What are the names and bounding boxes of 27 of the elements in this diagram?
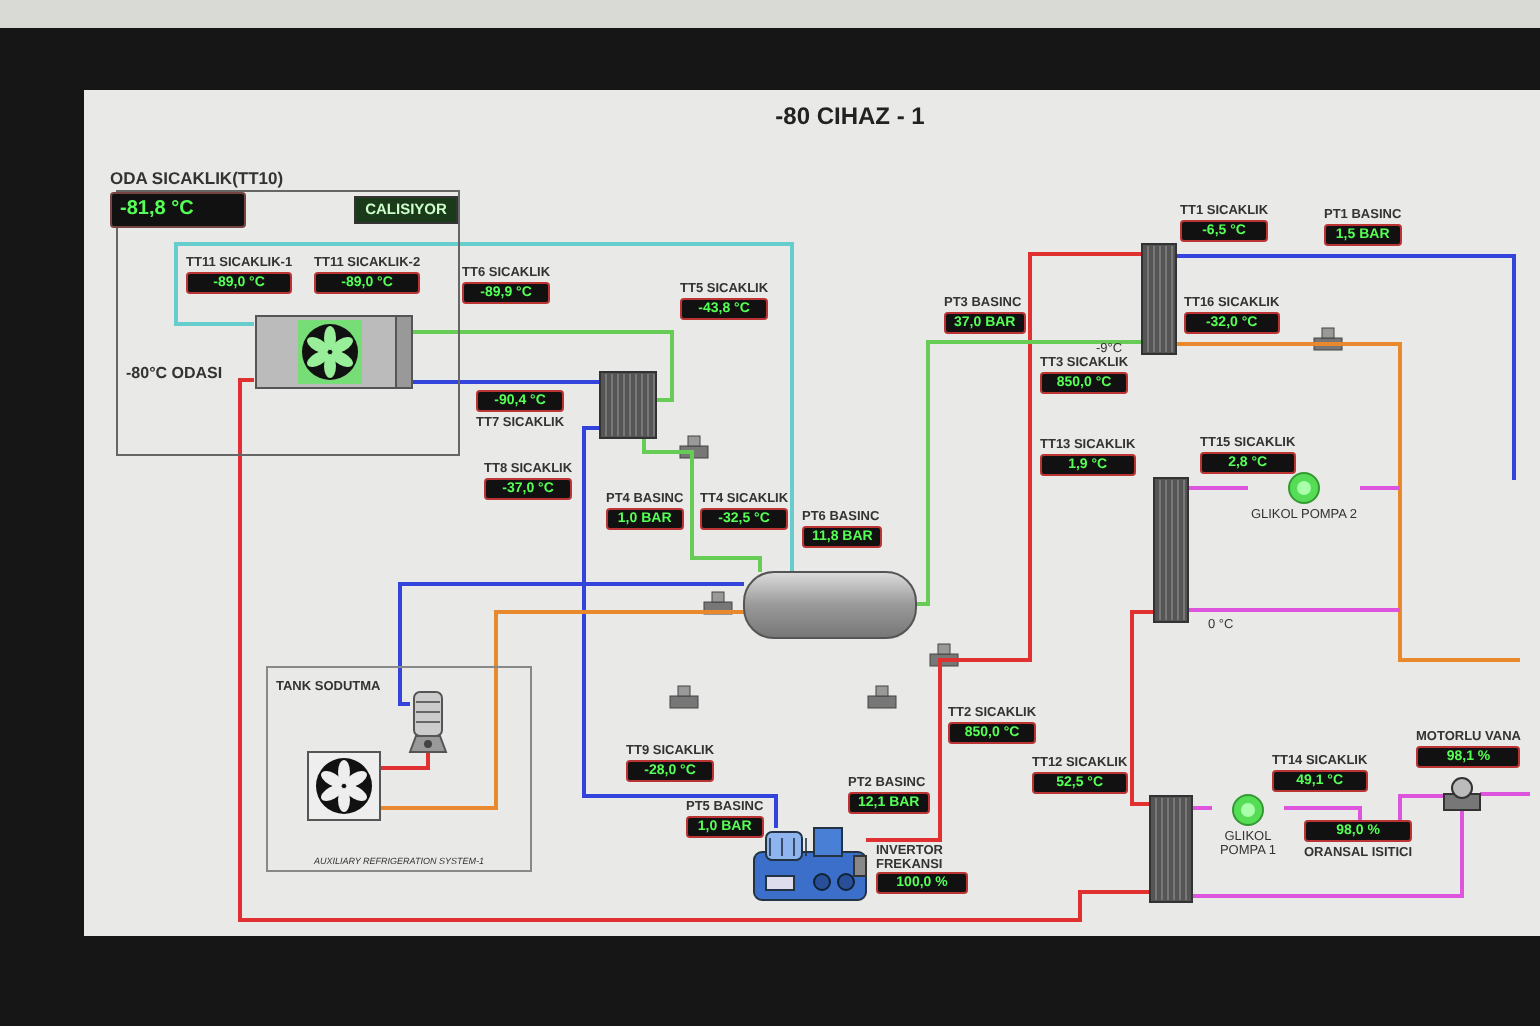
pipe-line [582, 426, 778, 828]
pipe-line [174, 242, 794, 572]
pipe-line [1192, 806, 1212, 810]
pipe-line [1398, 794, 1444, 820]
pipe-line [1192, 810, 1464, 898]
pipe-line [1188, 608, 1400, 612]
display-heading: ODA SICAKLIK(TT10) [110, 166, 284, 192]
pipe-line [412, 380, 600, 384]
pipe-line [1176, 254, 1516, 480]
pipe-line [238, 378, 1150, 922]
pipe-line [1188, 486, 1248, 490]
pipe-line [398, 582, 744, 706]
pipe-line [1130, 610, 1154, 806]
pipe-line [1176, 342, 1520, 662]
pipe-line [378, 610, 744, 810]
screen-title: -80 CIHAZ - 1 [773, 102, 927, 130]
pipe-line [916, 340, 1142, 606]
room-label: -80°C ODASI [126, 364, 223, 382]
pipe-line [378, 750, 430, 770]
pipe-line [866, 252, 1142, 842]
pipe-line [1360, 486, 1400, 490]
subsystem-panel [266, 666, 532, 872]
pipe-line [1480, 792, 1530, 796]
pipe-line [1284, 806, 1362, 820]
value-display: -81,8 °C [110, 192, 246, 228]
pipe-line [412, 330, 674, 402]
pipe-line [642, 438, 762, 572]
